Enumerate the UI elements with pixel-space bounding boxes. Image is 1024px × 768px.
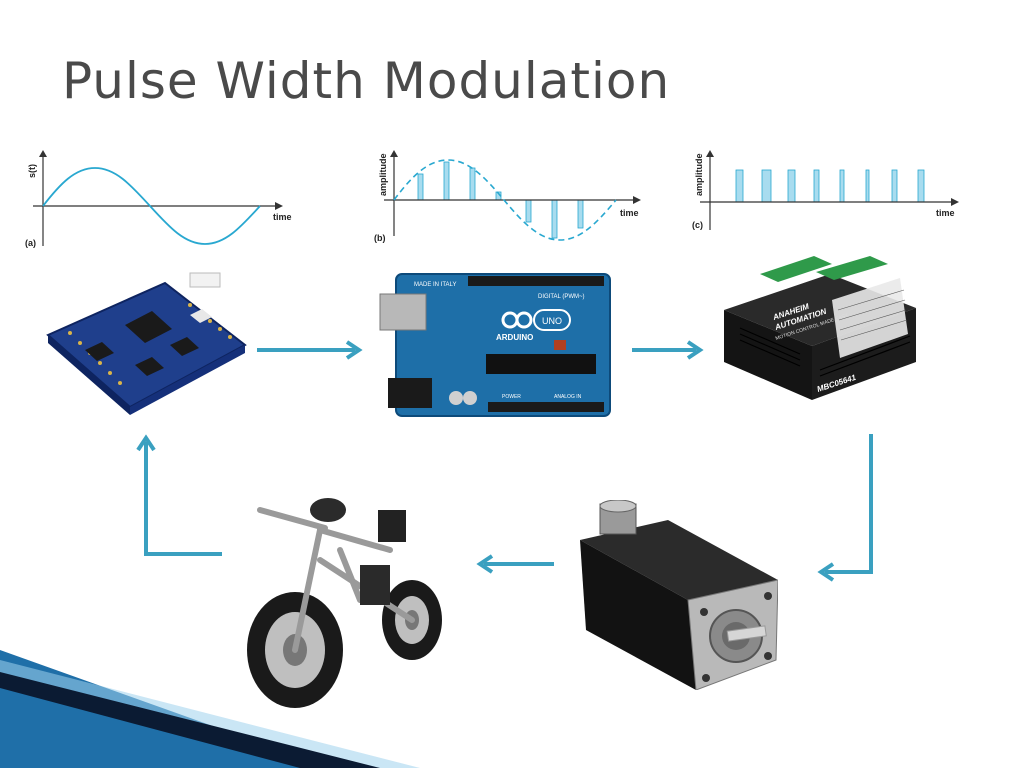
controller-board-image	[46, 272, 247, 415]
arrow-motor-to-bike	[476, 554, 554, 574]
plot-b-panel-label: (b)	[374, 233, 386, 243]
plot-a-sine-wave: s(t) time (a)	[25, 150, 292, 248]
arrow-arduino-to-driver	[632, 340, 704, 360]
plot-b-xlabel: time	[620, 208, 639, 218]
plot-a-ylabel: s(t)	[27, 164, 37, 178]
plot-b-pwm-sampled: amplitude time (b)	[374, 150, 641, 243]
arduino-uno-image: MADE IN ITALY DIGITAL (PWM~) ARDUINO UNO…	[379, 273, 611, 417]
plot-a-xlabel: time	[273, 212, 292, 222]
plot-c-pulses	[735, 169, 925, 203]
arduino-made-in: MADE IN ITALY	[414, 282, 456, 288]
arrow-driver-to-motor	[817, 434, 873, 582]
arduino-header-power: POWER	[502, 394, 521, 400]
arrow-board-to-arduino	[257, 340, 363, 360]
arduino-header-digital: DIGITAL (PWM~)	[538, 294, 585, 300]
arduino-header-analog: ANALOG IN	[554, 394, 582, 400]
plot-a-sine-curve	[42, 167, 261, 245]
plot-c-ylabel: amplitude	[694, 153, 704, 196]
slide-corner-decoration	[0, 650, 420, 768]
plot-c-panel-label: (c)	[692, 220, 703, 230]
slide-title: Pulse Width Modulation	[62, 52, 671, 110]
arrow-bike-to-board	[136, 434, 222, 556]
plot-c-xlabel: time	[936, 208, 955, 218]
plot-b-dashed-sine	[393, 159, 617, 241]
arduino-brand: ARDUINO	[496, 333, 533, 342]
plot-c-pulse-train: amplitude time (c)	[692, 150, 959, 230]
arduino-model: UNO	[542, 316, 562, 326]
motorcycle-frame-image	[247, 498, 442, 708]
stepper-motor-image	[580, 500, 778, 690]
stepper-driver-image: ANAHEIM AUTOMATION MOTION CONTROL MADE E…	[724, 256, 916, 400]
plot-b-ylabel: amplitude	[378, 153, 388, 196]
plot-a-panel-label: (a)	[25, 238, 36, 248]
